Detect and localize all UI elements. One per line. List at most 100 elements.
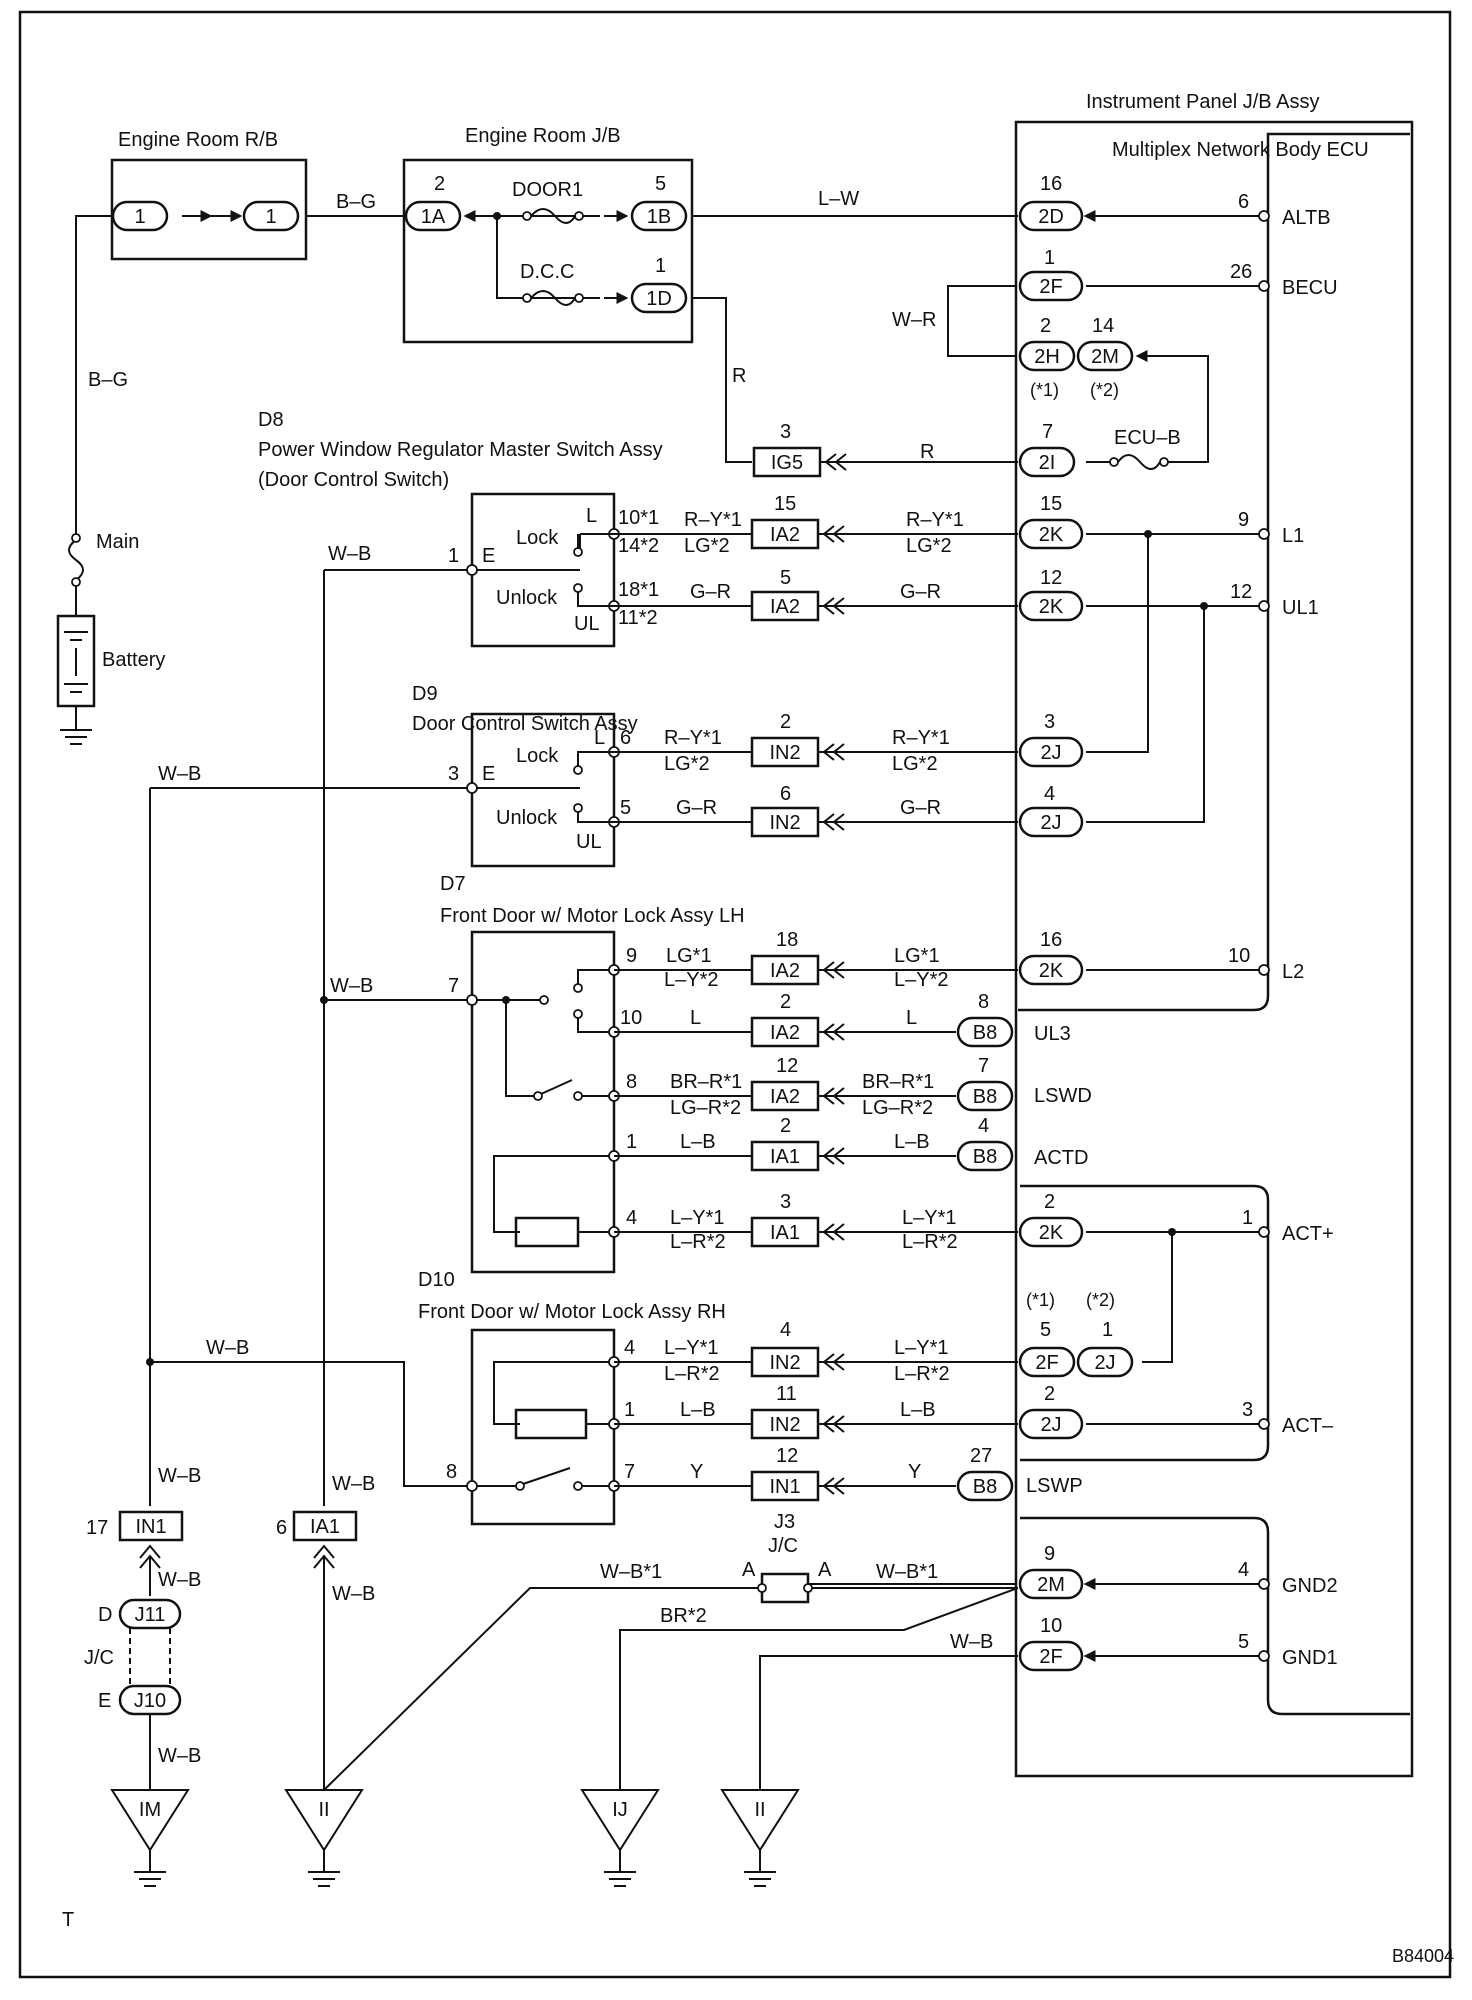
connector-IA2-l1-label: IA2	[770, 524, 800, 546]
wl-wb-d7: W–B	[330, 975, 373, 997]
connector-IN2-act	[750, 1346, 820, 1378]
wl-wb-ia1-top: W–B	[332, 1473, 375, 1495]
connector-B8-lswp-label: B8	[973, 1476, 997, 1498]
dcc-fuse	[530, 290, 576, 306]
pin-2H: 2	[1040, 315, 1051, 337]
d7-wl-ly1: L–Y*1	[670, 1207, 725, 1229]
wl-br2: BR*2	[660, 1605, 707, 1627]
d8-wl-lg2: LG*2	[684, 535, 730, 557]
d9-wl-gr: G–R	[676, 797, 717, 819]
wl-lr2-b: L–R*2	[894, 1363, 950, 1385]
connector-J3	[760, 1572, 810, 1604]
connector-2J-actm-label: 2J	[1040, 1414, 1061, 1436]
engine-room-jb-title: Engine Room J/B	[465, 125, 621, 147]
jc-label: J/C	[84, 1647, 114, 1669]
connector-IA2-l2-label: IA2	[770, 960, 800, 982]
d9-code: D9	[412, 683, 438, 705]
connector-2I	[1018, 446, 1076, 478]
connector-2M-label: 2M	[1091, 346, 1119, 368]
d8-name: Power Window Regulator Master Switch Ass…	[258, 439, 663, 461]
jb-connector-1D	[630, 282, 688, 314]
d7-wl-lg1: LG*1	[666, 945, 712, 967]
j3-code: J3	[774, 1511, 795, 1533]
pin-IN2-act: 4	[780, 1319, 791, 1341]
ground-ij-label: IJ	[612, 1799, 628, 1821]
wl-ry1-a: R–Y*1	[906, 509, 964, 531]
terminal-gnd2: GND2	[1282, 1575, 1338, 1597]
d9-pin-ul: 5	[620, 797, 631, 819]
d8-pin-l1: 10*1	[618, 507, 659, 529]
wl-lg1-a: LG*1	[894, 945, 940, 967]
connector-2K-l2	[1018, 954, 1084, 986]
connector-2J-l-label: 2J	[1040, 742, 1061, 764]
d8-pin-l2: 14*2	[618, 535, 659, 557]
pin-IA2-l1: 15	[774, 493, 796, 515]
wl-lg2-a: LG*2	[906, 535, 952, 557]
main-fuse	[68, 539, 84, 581]
pin-2M: 14	[1092, 315, 1114, 337]
ecu-pin-l2: 10	[1228, 945, 1250, 967]
d8-pin-e: 1	[448, 545, 459, 567]
ecu-b-label: ECU–B	[1114, 427, 1181, 449]
d7-wl-ly2: L–Y*2	[664, 969, 719, 991]
wl-wb-in1-bot: W–B	[158, 1569, 201, 1591]
ecu-pin-actm: 3	[1242, 1399, 1253, 1421]
d9-UL: UL	[576, 831, 602, 853]
d9-pin-l: 6	[620, 727, 631, 749]
connector-2F-becu-label: 2F	[1039, 276, 1062, 298]
connector-2F-becu	[1018, 270, 1084, 302]
connector-IA1-actd-label: IA1	[770, 1146, 800, 1168]
d7-motor	[514, 1216, 580, 1248]
pin-2I: 7	[1042, 421, 1053, 443]
jb-1A-pin: 2	[434, 173, 445, 195]
connector-2M-gnd-label: 2M	[1037, 1574, 1065, 1596]
door1-fuse	[530, 208, 576, 224]
wire-bg-top-label: B–G	[336, 191, 376, 213]
d10-name: Front Door w/ Motor Lock Assy RH	[418, 1301, 726, 1323]
pin-IA2-l2: 18	[776, 929, 798, 951]
pin-IA2-ul3: 2	[780, 991, 791, 1013]
note-star2-act: (*2)	[1086, 1290, 1115, 1310]
pin-IN1-gnd: 17	[86, 1517, 108, 1539]
connector-IA2-ul3-label: IA2	[770, 1022, 800, 1044]
ip-jb-title: Instrument Panel J/B Assy	[1086, 91, 1319, 113]
ecu-pin-gnd1: 5	[1238, 1631, 1249, 1653]
pin-2J-l: 3	[1044, 711, 1055, 733]
d7-pin-4: 4	[626, 1207, 637, 1229]
ecu-pin-altb: 6	[1238, 191, 1249, 213]
connector-2J-act	[1076, 1346, 1134, 1378]
rb-connector-1-left	[111, 200, 169, 232]
jb-connector-1A-label: 1A	[421, 206, 446, 228]
d9-name: Door Control Switch Assy	[412, 713, 638, 735]
d8-pin-ul2: 11*2	[618, 607, 658, 629]
pin-2M-gnd: 9	[1044, 1543, 1055, 1565]
connector-IN1-gnd-label: IN1	[135, 1516, 166, 1538]
pin-IN2-actm: 11	[776, 1383, 797, 1405]
d8-lock: Lock	[516, 527, 559, 549]
d7-pin-1: 1	[626, 1131, 637, 1153]
wire-dcc	[496, 216, 600, 299]
d7-wl-l: L	[690, 1007, 701, 1029]
main-fuse-label: Main	[96, 531, 139, 553]
jb-connector-1B	[630, 200, 688, 232]
d7-pin-8: 8	[626, 1071, 637, 1093]
engine-room-jb-box	[402, 158, 694, 344]
rb-connector-1-right	[242, 200, 300, 232]
terminal-actm: ACT–	[1282, 1415, 1334, 1437]
d7-motor-lock-box	[470, 930, 616, 1274]
j3-pin-a-right: A	[818, 1559, 832, 1581]
pin-2K-l2: 16	[1040, 929, 1062, 951]
wl-gr-a: G–R	[900, 581, 941, 603]
wl-wb-gnd1: W–B	[950, 1631, 993, 1653]
connector-B8-lswd-label: B8	[973, 1086, 997, 1108]
outer-frame	[18, 10, 1452, 1979]
jb-connector-1A	[404, 200, 462, 232]
connector-B8-actd-label: B8	[973, 1146, 997, 1168]
connector-IN2-actm-label: IN2	[769, 1414, 800, 1436]
wl-wb-d9: W–B	[158, 763, 201, 785]
footer-code: B84004	[1392, 1946, 1454, 1966]
connector-IA2-ul1-label: IA2	[770, 596, 800, 618]
ecu-b-fuse	[1117, 454, 1161, 470]
d7-code: D7	[440, 873, 466, 895]
